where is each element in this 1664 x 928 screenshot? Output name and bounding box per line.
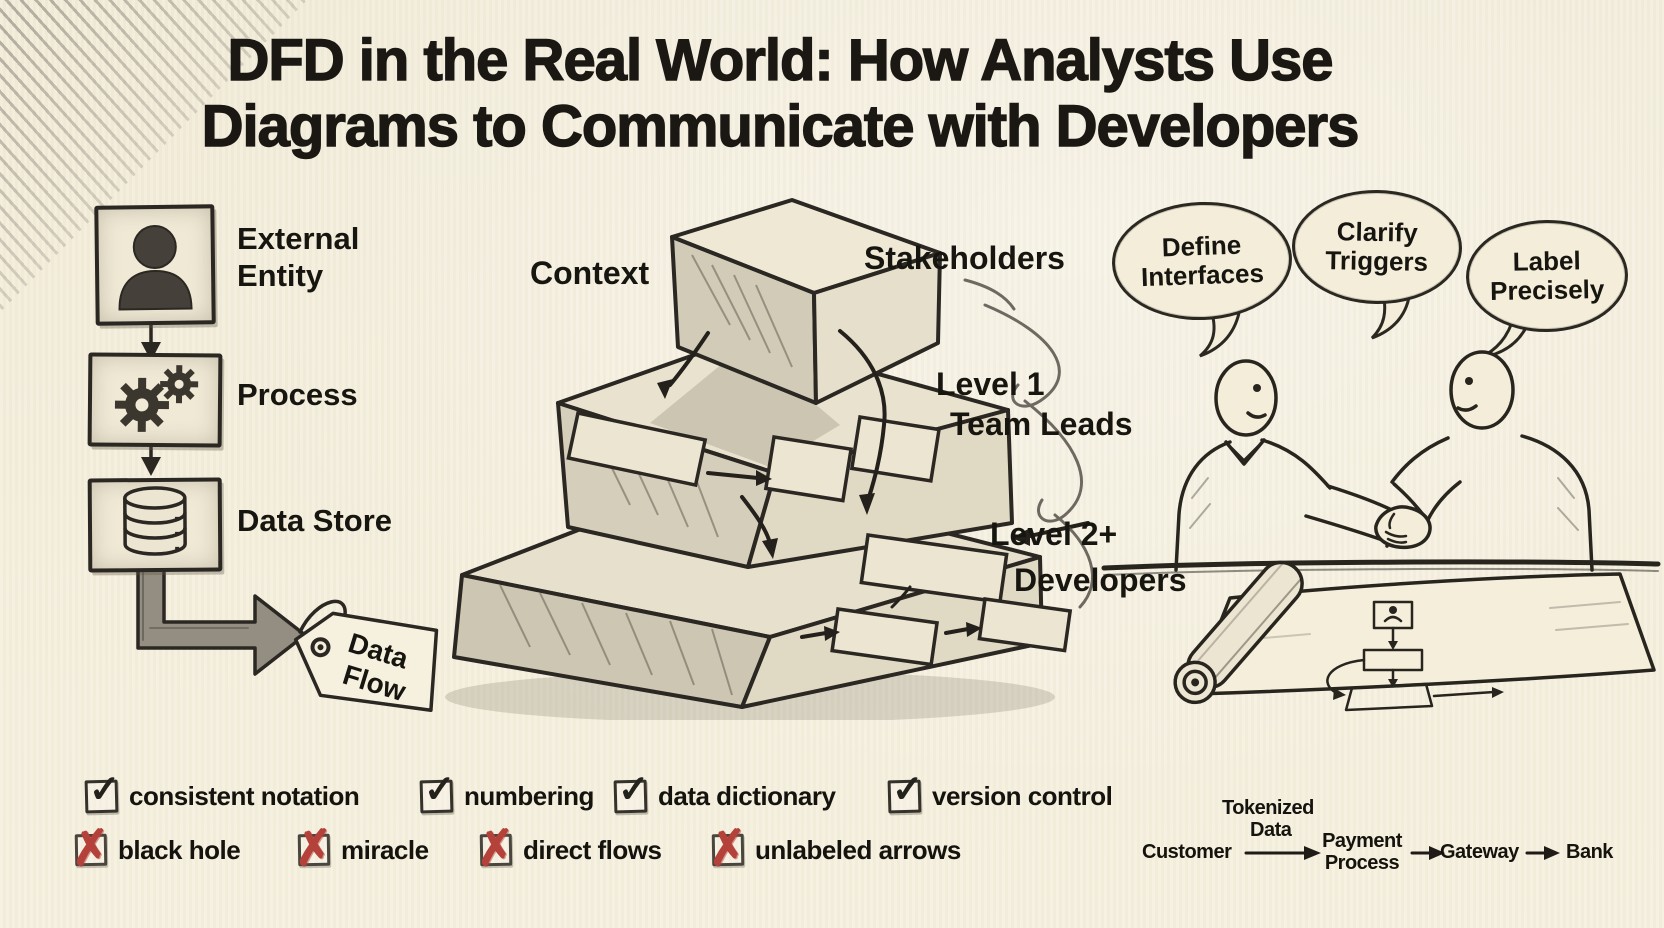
speech-bubble-label-precisely: Label Precisely xyxy=(1465,218,1629,334)
bubble-text: Define Interfaces xyxy=(1140,229,1265,293)
mini-dfd-sketch xyxy=(1326,600,1504,712)
checkmark-icon: ✓ xyxy=(423,768,456,812)
title-line1: DFD in the Real World: How Analysts Use xyxy=(227,27,1334,93)
x-mark-icon: ✗ xyxy=(705,819,750,876)
pyramid-level1-label: Level 1 xyxy=(936,366,1045,402)
antipattern-label: unlabeled arrows xyxy=(755,834,961,865)
bubble-text: Clarify Triggers xyxy=(1325,216,1429,277)
x-mark-icon: ✗ xyxy=(68,819,113,876)
data-flow-tag-line2: Flow xyxy=(339,659,409,707)
pyramid-level1-audience-label: Team Leads xyxy=(950,406,1133,442)
database-icon xyxy=(123,486,187,556)
crossbox-icon: ✗ xyxy=(292,819,335,875)
data-store-symbol xyxy=(87,477,223,573)
checklist-label: consistent notation xyxy=(129,781,360,811)
antipattern-item-direct-flows: ✗ direct flows xyxy=(474,819,662,875)
speech-bubble-clarify-triggers: Clarify Triggers xyxy=(1291,188,1463,306)
external-entity-label: External Entity xyxy=(237,221,360,293)
mini-flow-edge-label-line1: Tokenized xyxy=(1222,797,1314,819)
data-store-label: Data Store xyxy=(237,503,393,538)
antipattern-label: black hole xyxy=(118,834,241,865)
checkbox-icon: ✓ xyxy=(84,769,121,814)
tag-string xyxy=(298,599,347,638)
checklist-item-version-control: ✓ version control xyxy=(887,769,1113,814)
mini-flow-customer: Customer xyxy=(1142,841,1232,863)
crossbox-icon: ✗ xyxy=(474,819,517,875)
pyramid-level2-audience-label: Developers xyxy=(1014,562,1187,598)
mini-flow-payment-process: Payment Process xyxy=(1322,830,1402,874)
checklist-item-data-dictionary: ✓ data dictionary xyxy=(613,769,836,814)
checkbox-icon: ✓ xyxy=(419,769,456,814)
checkbox-icon: ✓ xyxy=(887,769,924,814)
pyramid-level2-label: Level 2+ xyxy=(990,516,1118,552)
x-mark-icon: ✗ xyxy=(473,819,518,876)
checklist-label: numbering xyxy=(464,781,594,811)
checklist-label: version control xyxy=(932,781,1113,811)
data-flow-tag: Data Flow xyxy=(293,611,439,713)
mini-flow-bank: Bank xyxy=(1566,841,1613,863)
handshake-hands xyxy=(1374,505,1432,550)
title-line2: Diagrams to Communicate with Developers xyxy=(201,93,1360,159)
rolled-blueprint xyxy=(1173,560,1304,705)
process-label: Process xyxy=(237,377,358,412)
process-symbol xyxy=(87,352,223,448)
crossbox-icon: ✗ xyxy=(706,819,749,875)
antipattern-item-miracle: ✗ miracle xyxy=(292,819,429,875)
analyst-developer-handshake-scene xyxy=(1101,350,1661,712)
external-entity-symbol xyxy=(94,204,216,326)
page-title: DFD in the Real World: How Analysts Use … xyxy=(40,27,1520,160)
checklist-item-numbering: ✓ numbering xyxy=(419,769,594,814)
pyramid-stakeholders-label: Stakeholders xyxy=(864,240,1065,276)
table-edge xyxy=(1101,559,1661,571)
speech-bubble-define-interfaces: Define Interfaces xyxy=(1109,198,1295,324)
mini-flow-gateway: Gateway xyxy=(1440,841,1519,863)
antipattern-label: miracle xyxy=(341,834,429,865)
checkbox-icon: ✓ xyxy=(613,769,650,814)
person-icon xyxy=(118,225,193,311)
antipattern-item-black-hole: ✗ black hole xyxy=(69,819,241,875)
antipattern-label: direct flows xyxy=(523,834,662,865)
checklist-item-consistent-notation: ✓ consistent notation xyxy=(84,769,360,814)
checklist-label: data dictionary xyxy=(658,781,836,811)
checkmark-icon: ✓ xyxy=(88,768,121,812)
antipattern-item-unlabeled-arrows: ✗ unlabeled arrows xyxy=(706,819,962,875)
x-mark-icon: ✗ xyxy=(291,819,336,876)
bubble-text: Label Precisely xyxy=(1489,245,1605,306)
blueprint-sheet xyxy=(1190,572,1656,696)
checkmark-icon: ✓ xyxy=(891,768,924,812)
data-flow-pipe xyxy=(136,556,307,676)
mini-flow-edge-label-line2: Data xyxy=(1250,819,1292,841)
pyramid-context-label: Context xyxy=(530,255,650,291)
data-flow-tag-line1: Data xyxy=(345,627,413,675)
crossbox-icon: ✗ xyxy=(69,819,112,875)
gears-icon xyxy=(114,365,199,432)
checkmark-icon: ✓ xyxy=(617,768,650,812)
